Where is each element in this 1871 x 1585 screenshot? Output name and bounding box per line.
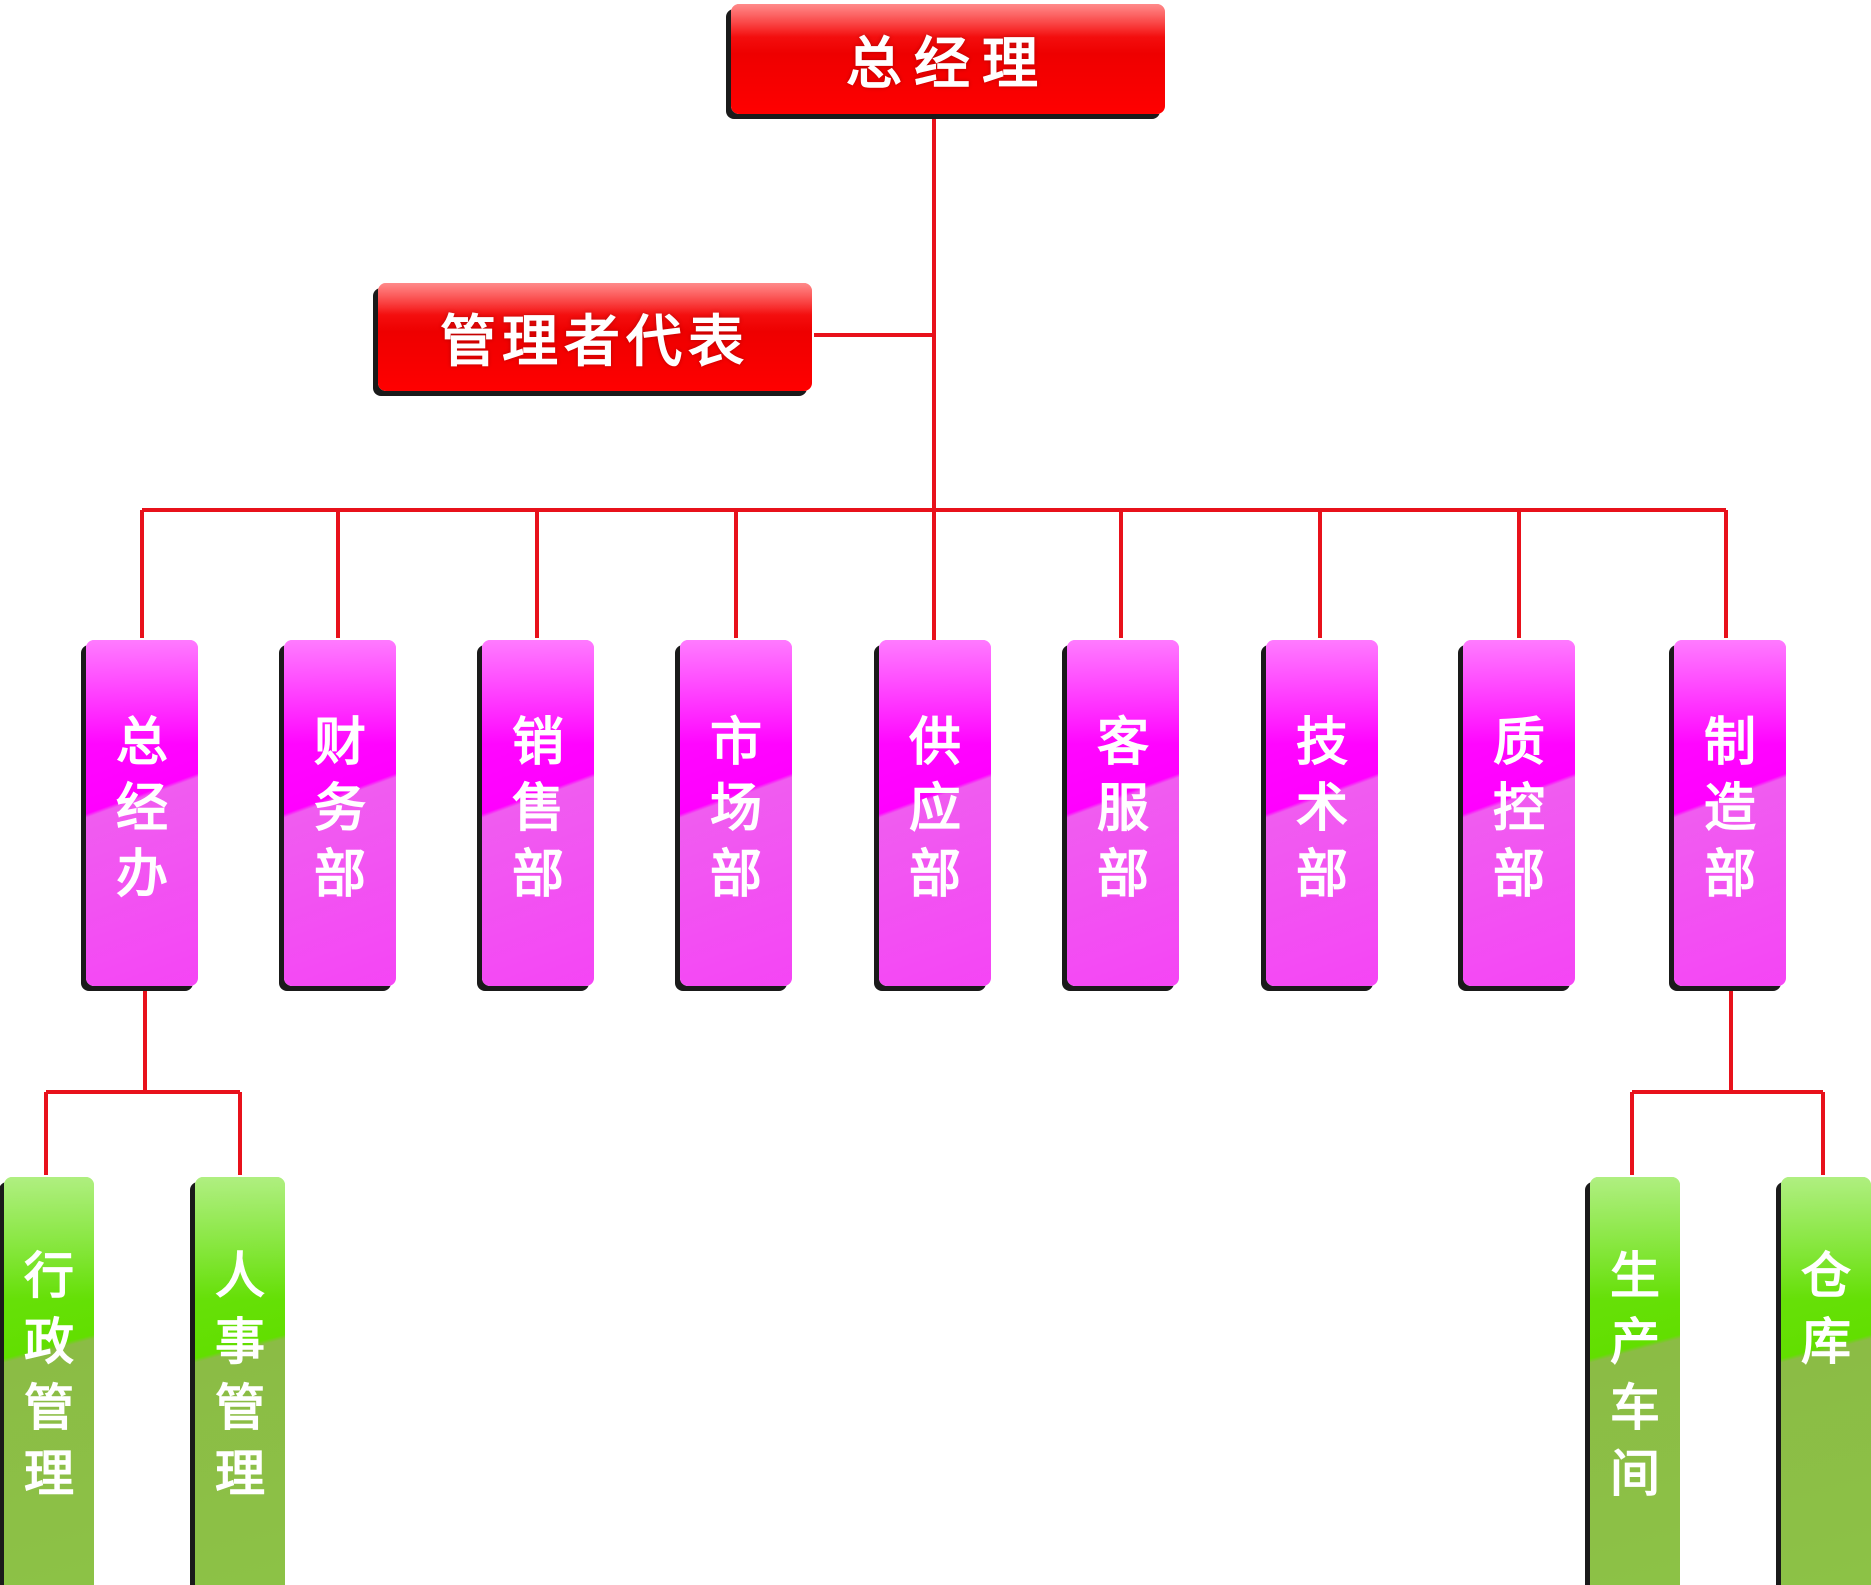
- management-representative-label: 管理者代表: [440, 309, 750, 375]
- general-manager-label: 总经理: [846, 31, 1050, 97]
- department-box-customer-service: 客 服 部: [1067, 640, 1179, 986]
- sub-unit-label: 行 政 管 理: [24, 1247, 74, 1503]
- department-box-sales: 销 售 部: [482, 640, 594, 986]
- department-label: 销 售 部: [511, 713, 564, 905]
- department-label: 制 造 部: [1703, 713, 1756, 905]
- department-label: 质 控 部: [1492, 713, 1545, 905]
- department-box-finance: 财 务 部: [284, 640, 396, 986]
- department-box-marketing: 市 场 部: [680, 640, 792, 986]
- department-box-general-office: 总 经 办: [86, 640, 198, 986]
- department-label: 总 经 办: [115, 713, 168, 905]
- sub-unit-box-warehouse: 仓 库: [1781, 1177, 1871, 1585]
- sub-unit-box-administration: 行 政 管 理: [4, 1177, 94, 1585]
- department-label: 客 服 部: [1096, 713, 1149, 905]
- department-box-quality-control: 质 控 部: [1463, 640, 1575, 986]
- department-label: 技 术 部: [1295, 713, 1348, 905]
- sub-unit-box-human-resources: 人 事 管 理: [195, 1177, 285, 1585]
- management-representative-box: 管理者代表: [378, 283, 812, 391]
- sub-unit-label: 人 事 管 理: [215, 1247, 265, 1503]
- department-label: 供 应 部: [908, 713, 961, 905]
- general-manager-box: 总经理: [731, 4, 1165, 114]
- sub-unit-label: 仓 库: [1801, 1247, 1851, 1371]
- department-box-supply: 供 应 部: [879, 640, 991, 986]
- department-label: 财 务 部: [313, 713, 366, 905]
- sub-unit-box-production-workshop: 生 产 车 间: [1590, 1177, 1680, 1585]
- sub-unit-label: 生 产 车 间: [1610, 1247, 1660, 1503]
- department-box-manufacturing: 制 造 部: [1674, 640, 1786, 986]
- department-label: 市 场 部: [709, 713, 762, 905]
- department-box-technology: 技 术 部: [1266, 640, 1378, 986]
